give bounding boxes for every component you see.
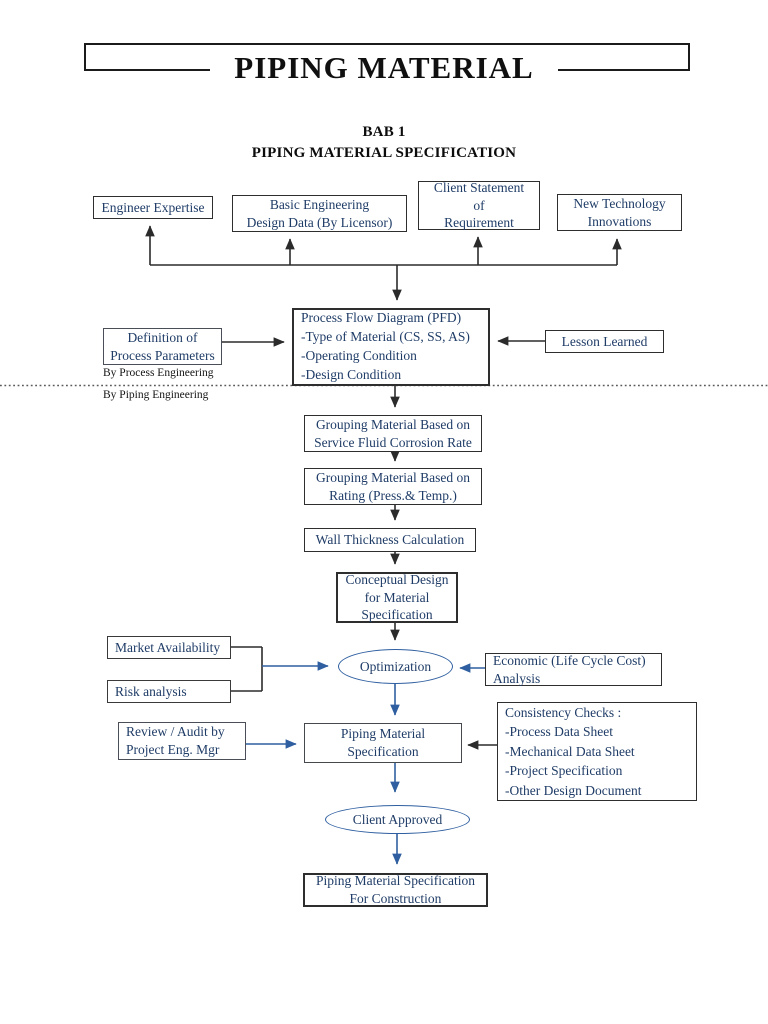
box-new-technology: New Technology Innovations: [557, 194, 682, 231]
box-consistency-checks: Consistency Checks : -Process Data Sheet…: [497, 702, 697, 801]
label-by-process-engineering: By Process Engineering: [103, 367, 214, 379]
consistency-item-project: -Project Specification: [505, 763, 623, 779]
box-review-audit: Review / Audit by Project Eng. Mgr: [118, 722, 246, 760]
chapter-heading: BAB 1: [362, 124, 406, 140]
pfd-item-material: -Type of Material (CS, SS, AS): [301, 329, 470, 345]
box-engineer-expertise: Engineer Expertise: [93, 196, 213, 219]
market-risk-bracket: [231, 646, 263, 692]
box-economic-analysis: Economic (Life Cycle Cost) Analysis: [485, 653, 662, 686]
consistency-title: Consistency Checks :: [505, 704, 622, 720]
box-grouping-rating: Grouping Material Based on Rating (Press…: [304, 468, 482, 505]
box-grouping-corrosion: Grouping Material Based on Service Fluid…: [304, 415, 482, 452]
box-conceptual-design: Conceptual Design for Material Specifica…: [336, 572, 458, 623]
box-process-flow-diagram: Process Flow Diagram (PFD) -Type of Mate…: [292, 308, 490, 386]
ellipse-optimization: Optimization: [338, 649, 453, 684]
pfd-title: Process Flow Diagram (PFD): [301, 310, 462, 326]
box-piping-material-specification: Piping Material Specification: [304, 723, 462, 763]
box-piping-spec-construction: Piping Material Specification For Constr…: [303, 873, 488, 907]
page-title: PIPING MATERIAL: [0, 50, 768, 86]
pfd-item-design: -Design Condition: [301, 366, 402, 382]
pfd-item-operating: -Operating Condition: [301, 348, 417, 363]
box-basic-engineering: Basic Engineering Design Data (By Licens…: [232, 195, 407, 232]
top-collector-connector: [145, 225, 622, 301]
box-risk-analysis: Risk analysis: [107, 680, 231, 703]
ellipse-client-approved: Client Approved: [325, 805, 470, 834]
box-wall-thickness: Wall Thickness Calculation: [304, 528, 476, 552]
consistency-item-process: -Process Data Sheet: [505, 724, 613, 740]
consistency-item-mechanical: -Mechanical Data Sheet: [505, 743, 635, 759]
chapter-subheading: PIPING MATERIAL SPECIFICATION: [251, 145, 517, 161]
page-title-text: PIPING MATERIAL: [210, 50, 558, 86]
box-client-statement: Client Statement of Requirement: [418, 180, 540, 230]
box-definition-process-parameters: Definition of Process Parameters: [103, 328, 222, 365]
box-market-availability: Market Availability: [107, 636, 231, 659]
box-lesson-learned: Lesson Learned: [545, 330, 664, 353]
consistency-item-other: -Other Design Document: [505, 782, 642, 798]
label-by-piping-engineering: By Piping Engineering: [103, 389, 209, 401]
